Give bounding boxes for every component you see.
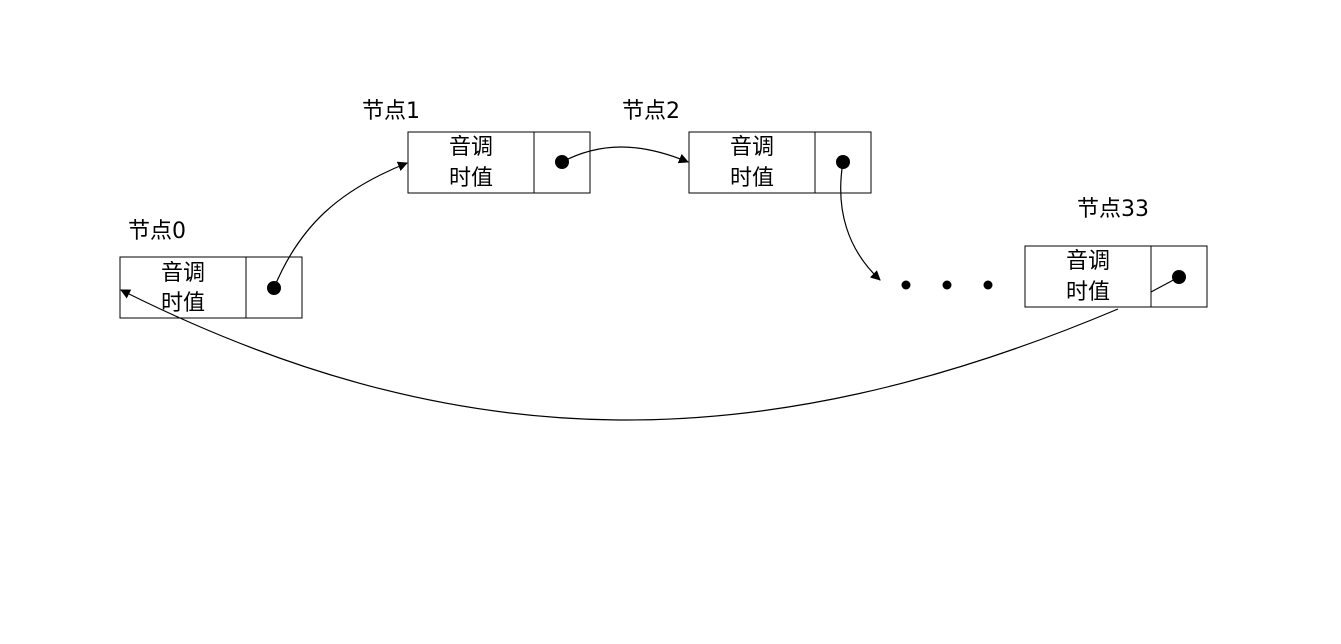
node-0-data-cell bbox=[119, 256, 247, 319]
node-0-duration-text: 时值 bbox=[161, 291, 205, 316]
node-33-data-cell bbox=[1024, 245, 1152, 308]
node-2-label: 节点2 bbox=[622, 99, 680, 124]
ellipsis-dot-2 bbox=[942, 280, 952, 290]
node-1-label: 节点1 bbox=[362, 99, 420, 124]
ellipsis-dot-3 bbox=[983, 280, 993, 290]
node-0-label: 节点0 bbox=[128, 219, 186, 244]
link-33-pointer-stub bbox=[1150, 276, 1180, 293]
node-2-duration-text: 时值 bbox=[730, 166, 774, 191]
link-33-to-0 bbox=[120, 289, 1119, 421]
node-1-duration-text: 时值 bbox=[449, 166, 493, 191]
node-33-pitch-text: 音调 bbox=[1066, 249, 1110, 274]
ellipsis bbox=[901, 280, 993, 290]
node-2: 节点2 音调 时值 bbox=[622, 99, 872, 194]
node-33-duration-text: 时值 bbox=[1066, 280, 1110, 305]
link-2-to-ellipsis bbox=[840, 161, 881, 281]
node-33: 节点33 音调 时值 bbox=[1024, 197, 1208, 308]
node-2-data-cell bbox=[688, 131, 816, 194]
node-0-pitch-text: 音调 bbox=[161, 261, 205, 286]
ellipsis-dot-1 bbox=[901, 280, 911, 290]
link-0-to-1 bbox=[273, 161, 408, 289]
node-1: 节点1 音调 时值 bbox=[362, 99, 591, 194]
node-2-pitch-text: 音调 bbox=[730, 135, 774, 160]
node-33-label: 节点33 bbox=[1077, 197, 1149, 222]
node-1-pitch-text: 音调 bbox=[449, 135, 493, 160]
node-0: 节点0 音调 时值 bbox=[119, 219, 303, 319]
link-1-to-2 bbox=[561, 146, 689, 164]
